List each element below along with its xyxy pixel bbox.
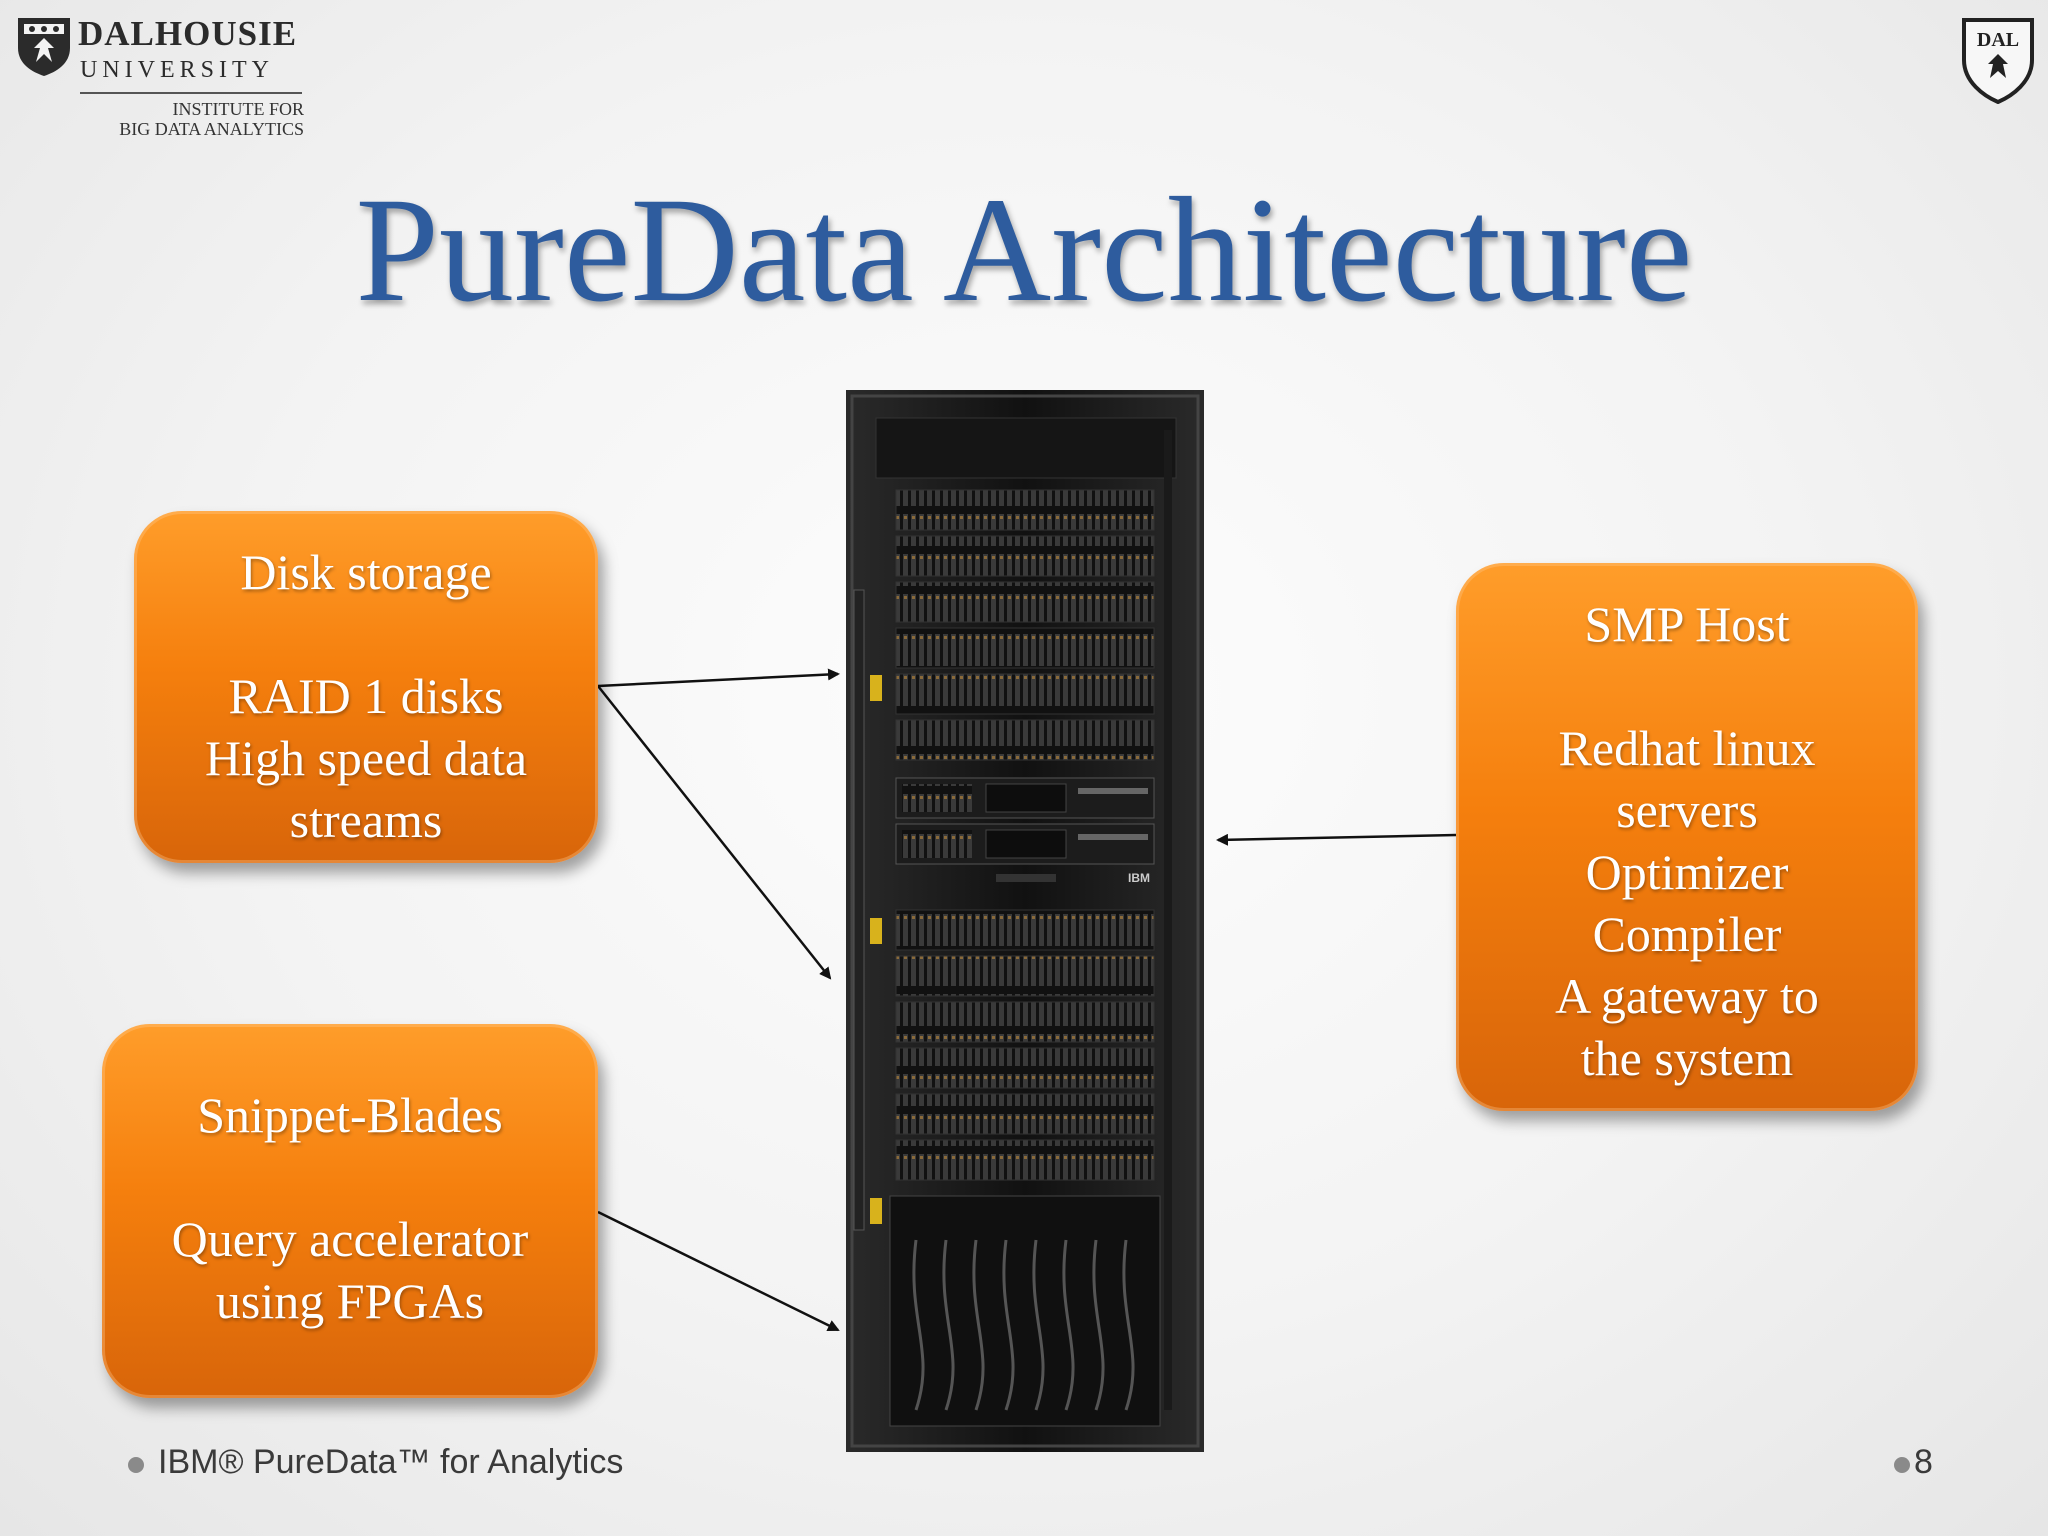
smp-host-line: servers	[1616, 782, 1758, 838]
institute-line-2: BIG DATA ANALYTICS	[119, 119, 304, 139]
smp-host-line: the system	[1580, 1030, 1794, 1086]
page-number: 8	[1914, 1443, 1933, 1481]
smp-host-line: Redhat linux	[1558, 720, 1816, 776]
page-bullet-icon	[1894, 1457, 1910, 1473]
dal-crest-icon: DAL	[1962, 18, 2034, 104]
puredata-rack-image: IBM	[846, 390, 1204, 1452]
rack-brand-label: IBM	[1128, 871, 1150, 885]
logo-divider	[80, 92, 302, 94]
snippet-blades-line: Query accelerator	[171, 1211, 529, 1267]
slide-title: PureData Architecture	[355, 167, 1693, 333]
smp-host-heading: SMP Host	[1584, 596, 1790, 652]
dalhousie-shield-icon	[18, 18, 70, 76]
institute-line-1: INSTITUTE FOR	[172, 99, 305, 119]
dalhousie-logo: DALHOUSIE UNIVERSITY INSTITUTE FOR BIG D…	[14, 14, 305, 138]
footer-text: IBM® PureData™ for Analytics	[158, 1443, 624, 1481]
smp-host-line: Compiler	[1592, 906, 1782, 962]
disk-storage-callout: Disk storage RAID 1 disks High speed dat…	[134, 511, 598, 863]
logo-name: DALHOUSIE	[78, 14, 298, 53]
arrow-disk-lower	[597, 685, 832, 980]
logo-university: UNIVERSITY	[80, 57, 274, 83]
crest-text: DAL	[1977, 29, 2019, 51]
arrow-disk-upper	[597, 668, 840, 688]
footer-bullet-icon	[128, 1457, 144, 1473]
snippet-blades-callout: Snippet-Blades Query accelerator using F…	[102, 1024, 598, 1398]
smp-host-callout: SMP Host Redhat linux servers Optimizer …	[1456, 563, 1918, 1111]
smp-host-line: Optimizer	[1585, 844, 1789, 900]
disk-storage-line: RAID 1 disks	[228, 668, 504, 724]
disk-storage-heading: Disk storage	[240, 544, 492, 600]
snippet-blades-heading: Snippet-Blades	[197, 1087, 503, 1143]
arrow-blades	[597, 1210, 840, 1332]
disk-storage-line: streams	[289, 792, 443, 848]
disk-storage-line: High speed data	[204, 730, 528, 786]
arrow-smp	[1216, 833, 1457, 846]
smp-host-line: A gateway to	[1555, 968, 1819, 1024]
snippet-blades-line: using FPGAs	[215, 1273, 485, 1329]
